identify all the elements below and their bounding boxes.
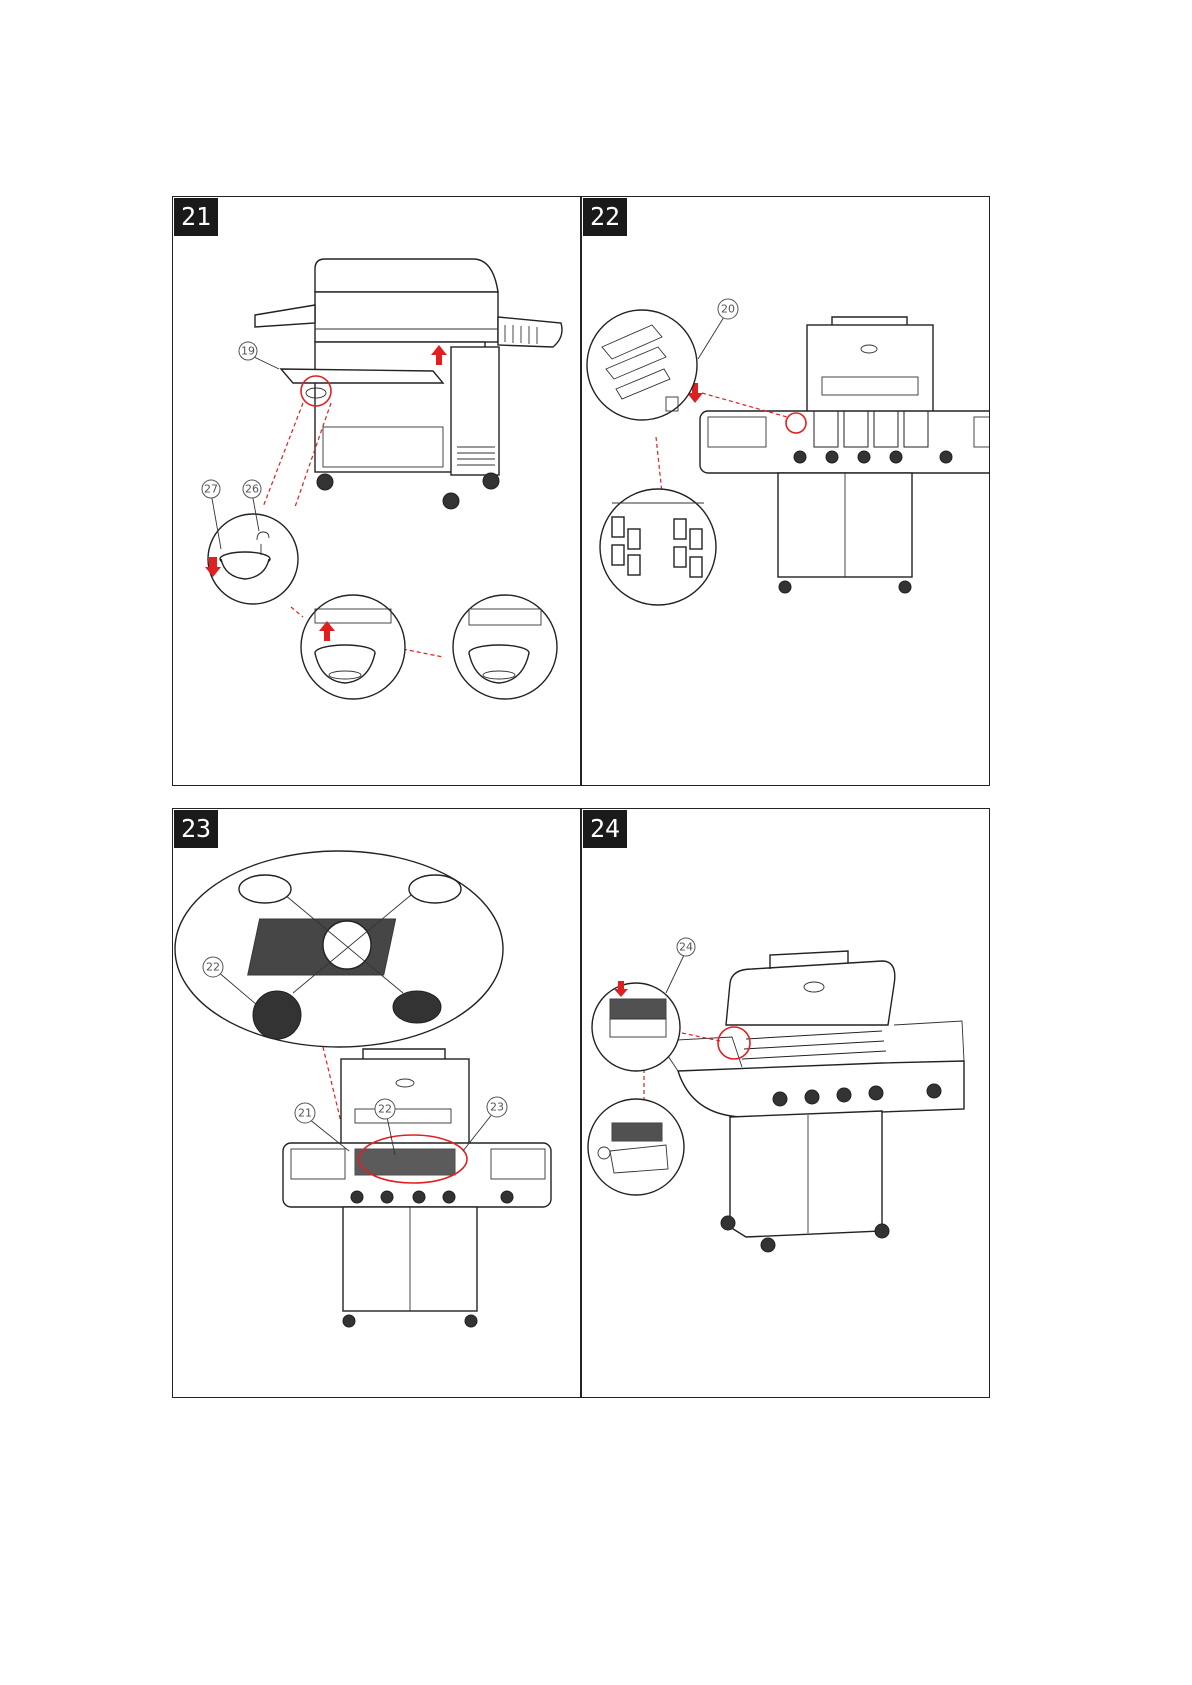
detail-rack-installed	[588, 1099, 684, 1195]
callout-part-24: 24	[666, 938, 695, 993]
step-24-illustration: 24	[582, 809, 990, 1398]
callout-part-19: 19	[239, 342, 279, 369]
svg-text:22: 22	[206, 961, 220, 974]
detail-flame-tamer	[587, 310, 697, 420]
step-22-illustration: 20	[582, 197, 990, 786]
detail-grease-cup	[205, 514, 298, 604]
svg-text:19: 19	[241, 345, 255, 358]
grill-perspective-view	[658, 951, 964, 1252]
grill-front-view	[283, 1049, 551, 1327]
step-23-illustration: 22 21 22 23	[173, 809, 581, 1398]
detail-flame-tamer-close	[600, 489, 716, 605]
svg-text:24: 24	[679, 941, 693, 954]
instruction-sheet: 21	[172, 196, 991, 1399]
svg-text:26: 26	[245, 483, 259, 496]
svg-text:22: 22	[378, 1103, 392, 1116]
detail-warming-rack	[592, 981, 680, 1071]
detail-accessory-set	[175, 851, 503, 1047]
detail-cup-insert	[301, 595, 405, 699]
step-panel-23: 23	[172, 808, 581, 1398]
step-21-illustration: 19 27 26	[173, 197, 581, 786]
detail-cup-installed	[453, 595, 557, 699]
svg-text:23: 23	[490, 1101, 504, 1114]
svg-text:27: 27	[204, 483, 218, 496]
svg-text:21: 21	[298, 1107, 312, 1120]
step-panel-21: 21	[172, 196, 581, 786]
grill-side-view	[255, 259, 562, 509]
callout-part-20: 20	[698, 299, 738, 359]
step-panel-24: 24	[581, 808, 990, 1398]
step-panel-22: 22	[581, 196, 990, 786]
svg-text:20: 20	[721, 303, 735, 316]
grill-front-view	[687, 317, 990, 593]
